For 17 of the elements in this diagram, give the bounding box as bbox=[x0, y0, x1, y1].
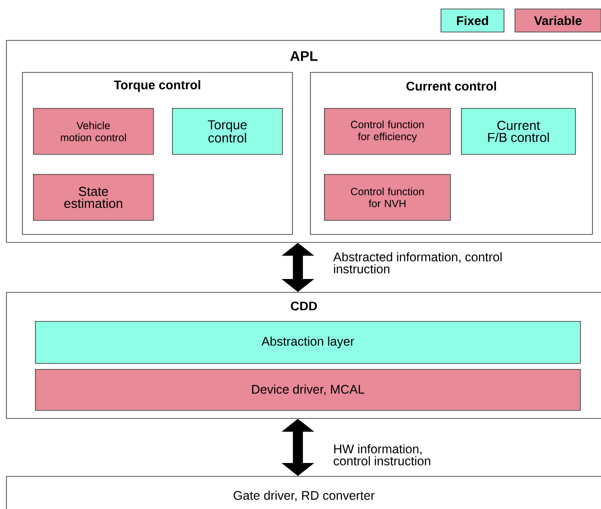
component-box: Current F/B control bbox=[461, 108, 576, 155]
box-title: Torque control bbox=[114, 80, 200, 92]
component-box: Control function for NVH bbox=[324, 174, 451, 221]
component-box: Abstraction layer bbox=[35, 321, 581, 364]
component-box: Vehicle motion control bbox=[33, 108, 154, 155]
component-box: State estimation bbox=[33, 174, 154, 221]
box-label: Gate driver, RD converter bbox=[234, 490, 375, 502]
legend-label: Variable bbox=[534, 16, 582, 26]
component-box: Device driver, MCAL bbox=[35, 369, 581, 411]
component-box: Control function for efficiency bbox=[324, 108, 451, 155]
edge-label: HW information, control instruction bbox=[334, 444, 430, 466]
legend-label: Fixed bbox=[457, 16, 488, 26]
box-title: Current control bbox=[406, 81, 496, 91]
component-box: Torque control bbox=[172, 108, 283, 155]
edge-label: Abstracted information, control instruction bbox=[333, 252, 502, 274]
box-title: APL bbox=[290, 51, 318, 61]
box-title: CDD bbox=[290, 302, 317, 310]
